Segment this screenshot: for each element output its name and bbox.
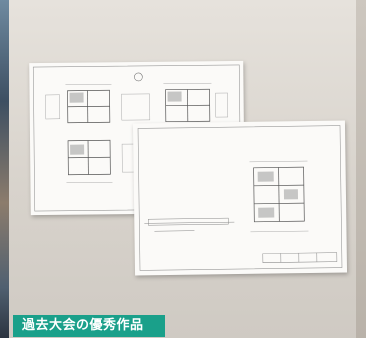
- drawing-sheet-elevations: [132, 120, 348, 276]
- caption-badge: 過去大会の優秀作品: [13, 315, 165, 337]
- elevation-drawing: [137, 125, 343, 271]
- left-edge-blur: [0, 0, 9, 338]
- right-edge-blur: [356, 0, 366, 338]
